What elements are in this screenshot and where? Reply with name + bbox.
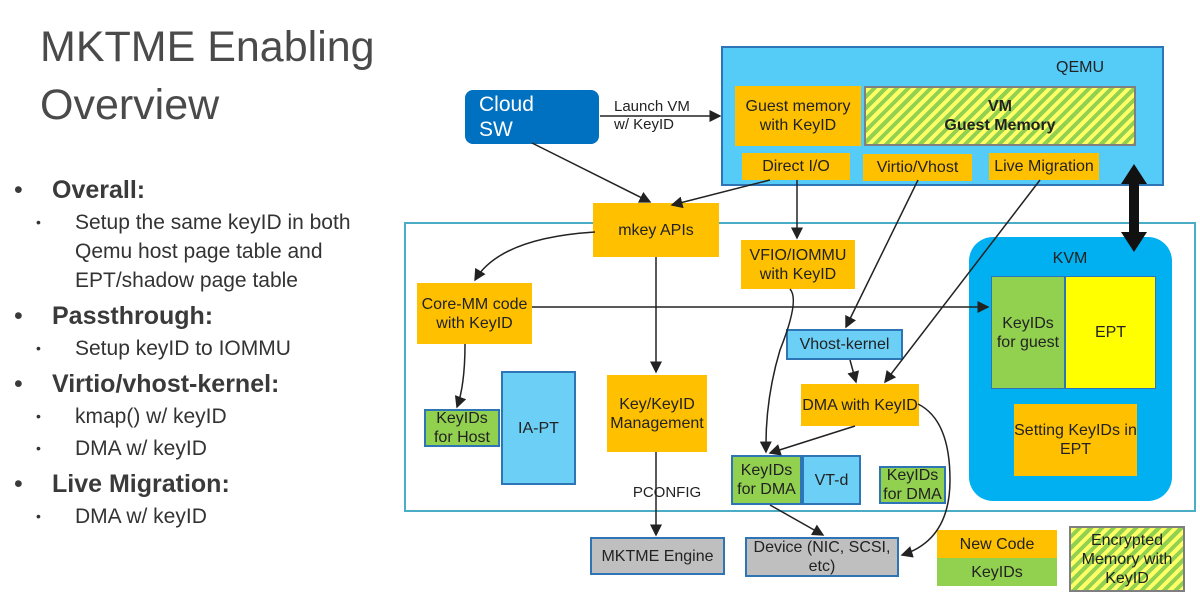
arrow-coremm-to-keyids-host	[454, 343, 467, 409]
title-line-2: Overview	[40, 81, 220, 129]
arrow-vfio-to-keyids-dma	[759, 288, 795, 454]
bullet-live-migration: Live Migration:	[14, 466, 404, 502]
kvm-label: KVM	[1052, 249, 1088, 267]
guest-memory-box: Guest memory with KeyID	[735, 86, 861, 146]
launch-vm-line-2: w/ KeyID	[614, 116, 675, 133]
sub-bullet-kmap: kmap() w/ keyID	[14, 402, 404, 431]
vm-guest-memory-box: VM Guest Memory	[864, 86, 1136, 146]
keyids-for-dma-box-2: KeyIDs for DMA	[879, 466, 946, 504]
pconfig-label: PCONFIG	[632, 483, 702, 501]
qemu-label: QEMU	[1056, 58, 1104, 76]
sub-bullet-overall: Setup the same keyID in both Qemu host p…	[14, 208, 404, 295]
vhost-kernel-box: Vhost-kernel	[786, 329, 903, 360]
device-box: Device (NIC, SCSI, etc)	[745, 537, 899, 577]
arrow-mkey-to-coremm	[474, 231, 596, 282]
legend-keyids: KeyIDs	[937, 558, 1057, 586]
arrow-vhost-to-dma	[847, 359, 860, 384]
mktme-engine-box: MKTME Engine	[590, 537, 725, 575]
vfio-iommu-box: VFIO/IOMMU with KeyID	[741, 240, 855, 289]
legend-new-code: New Code	[937, 530, 1057, 558]
sub-bullet-passthrough: Setup keyID to IOMMU	[14, 334, 404, 363]
title-line-1: MKTME Enabling	[40, 23, 375, 71]
bullet-passthrough: Passthrough:	[14, 298, 404, 334]
keyids-for-host-box: KeyIDs for Host	[424, 409, 500, 447]
bullet-list: Overall: Setup the same keyID in both Qe…	[14, 172, 404, 534]
sub-bullet-live-dma: DMA w/ keyID	[14, 502, 404, 531]
dma-with-keyid-box: DMA with KeyID	[801, 384, 919, 426]
cloud-sw-box: Cloud SW	[465, 90, 599, 144]
arrow-vtd-to-device	[769, 504, 825, 536]
direct-io-box: Direct I/O	[742, 153, 850, 180]
sub-bullet-dma: DMA w/ keyID	[14, 434, 404, 463]
slide-title: MKTME Enabling Overview	[40, 18, 375, 134]
arrow-livemig-to-dma	[884, 179, 1041, 384]
setting-keyids-box: Setting KeyIDs in EPT	[1014, 404, 1137, 476]
guest-memory-label: Guest Memory	[944, 117, 1056, 134]
key-management-box: Key/KeyID Management	[607, 375, 707, 452]
arrow-directio-to-mkey	[670, 179, 771, 209]
ia-pt-box: IA-PT	[501, 371, 576, 485]
arrow-virtio-to-vhost	[845, 179, 919, 329]
vt-d-box: VT-d	[802, 455, 861, 505]
arrow-cloud-to-mkey	[531, 142, 652, 203]
launch-vm-label: Launch VM w/ KeyID	[614, 96, 714, 136]
bullet-virtio: Virtio/vhost-kernel:	[14, 366, 404, 402]
core-mm-box: Core-MM code with KeyID	[417, 283, 532, 344]
live-migration-box: Live Migration	[989, 153, 1099, 180]
vm-label: VM	[988, 98, 1012, 115]
keyids-for-dma-box-1: KeyIDs for DMA	[731, 455, 802, 505]
cloud-sw-label: Cloud SW	[479, 93, 534, 141]
qemu-kvm-double-arrow	[1121, 164, 1147, 252]
kernel-region	[404, 222, 1196, 512]
virtio-vhost-box: Virtio/Vhost	[863, 154, 972, 181]
mkey-apis-box: mkey APIs	[593, 203, 719, 257]
arrow-dma-to-keyids-dma	[768, 425, 856, 456]
bullet-overall: Overall:	[14, 172, 404, 208]
keyids-for-guest-box: KeyIDs for guest	[991, 276, 1065, 389]
legend-encrypted-memory: Encrypted Memory with KeyID	[1069, 526, 1185, 592]
launch-vm-line-1: Launch VM	[614, 98, 690, 115]
ept-box: EPT	[1065, 276, 1156, 389]
arrow-dma-to-device	[900, 403, 951, 558]
